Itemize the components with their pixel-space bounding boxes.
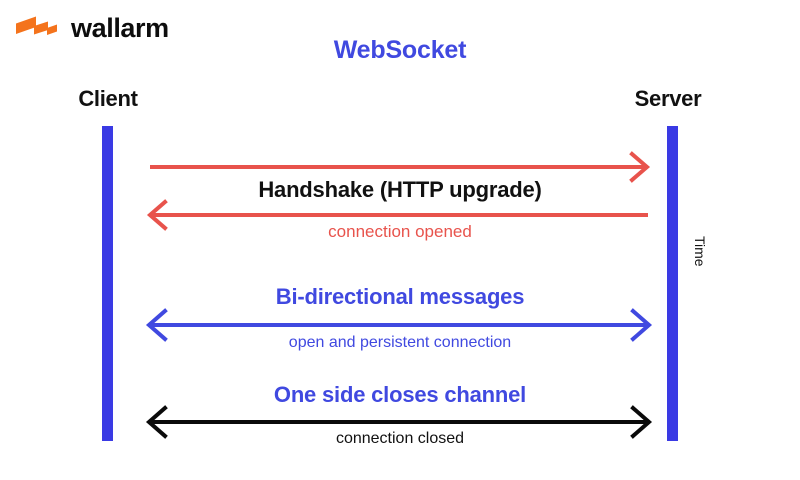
message-heading-handshake: Handshake (HTTP upgrade) <box>258 177 542 202</box>
brand-name: wallarm <box>71 12 169 43</box>
message-subtext-bidirectional: open and persistent connection <box>288 334 512 351</box>
message-heading-bidirectional: Bi-directional messages <box>275 284 525 309</box>
actor-label-client: Client <box>78 86 138 111</box>
lifeline-client <box>102 126 113 441</box>
message-subtext-handshake: connection opened <box>328 222 472 241</box>
actor-label-server: Server <box>634 86 702 111</box>
lifeline-server <box>667 126 678 441</box>
time-axis-label: Time <box>692 236 708 267</box>
wallarm-lightning-logo-icon <box>16 16 57 35</box>
message-subtext-close: connection closed <box>335 430 465 447</box>
message-heading-close: One side closes channel <box>273 382 527 407</box>
page-title: WebSocket <box>333 36 467 64</box>
brand-logo: wallarm <box>16 8 169 48</box>
